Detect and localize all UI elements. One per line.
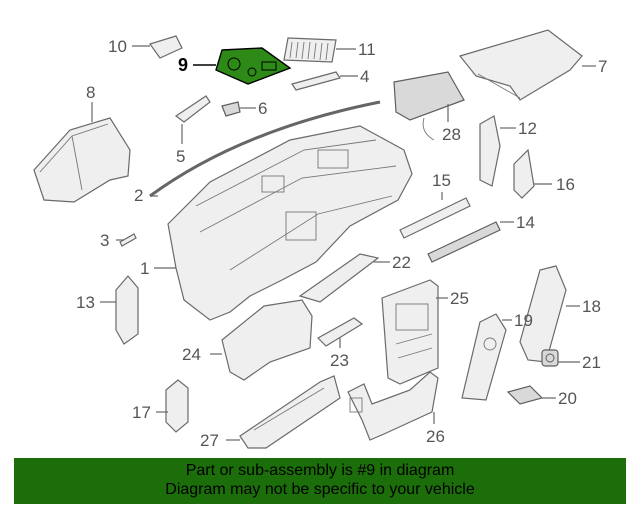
- part-6-clip: [221, 101, 241, 117]
- callout-17: 17: [132, 403, 151, 422]
- part-13-end-vent: [115, 275, 139, 345]
- callout-13: 13: [76, 293, 95, 312]
- callout-28: 28: [442, 125, 461, 144]
- part-26-console-bracket: [347, 371, 439, 441]
- callout-23: 23: [330, 351, 349, 370]
- part-8-hood: [33, 117, 131, 203]
- callout-19: 19: [514, 311, 533, 330]
- part-15-trim-bar: [399, 197, 471, 239]
- callout-4: 4: [360, 67, 369, 86]
- part-25-center-bezel: [381, 279, 439, 385]
- part-16-vent: [513, 148, 535, 199]
- callout-9: 9: [178, 55, 188, 75]
- callout-5: 5: [176, 147, 185, 166]
- callout-22: 22: [392, 253, 411, 272]
- part-24-knee-bolster: [221, 299, 313, 381]
- part-1-dashboard: [167, 125, 413, 321]
- callout-3: 3: [100, 231, 109, 250]
- part-10-cover: [149, 35, 183, 59]
- part-27-glove-box: [239, 375, 341, 449]
- part-19-vent-bezel: [461, 313, 507, 401]
- part-3-strip: [119, 233, 137, 247]
- part-9-panel: [215, 47, 292, 85]
- callout-14: 14: [516, 213, 535, 232]
- callout-25: 25: [450, 289, 469, 308]
- callout-10: 10: [108, 37, 127, 56]
- part-17-lower-vent: [165, 379, 189, 433]
- callout-20: 20: [558, 389, 577, 408]
- callout-16: 16: [556, 175, 575, 194]
- callout-12: 12: [518, 119, 537, 138]
- callout-18: 18: [582, 297, 601, 316]
- callout-15: 15: [432, 171, 451, 190]
- part-7-top-panel: [458, 29, 583, 101]
- part-14-strip: [427, 221, 501, 263]
- part-2-seal: [149, 100, 381, 198]
- part-12-side-panel: [479, 115, 501, 187]
- callout-1: 1: [140, 259, 149, 278]
- callout-11: 11: [358, 40, 376, 59]
- callout-27: 27: [200, 431, 219, 450]
- part-28-airbag: [393, 71, 465, 141]
- info-banner: Part or sub-assembly is #9 in diagram Di…: [14, 458, 626, 504]
- part-20-bracket: [506, 385, 544, 405]
- callout-24: 24: [182, 345, 201, 364]
- part-23-bar: [317, 317, 364, 347]
- callout-8: 8: [86, 83, 95, 102]
- part-21-knob: [541, 349, 559, 367]
- parts-diagram: 10 9 11 4 7 8 5 6: [33, 29, 607, 450]
- part-4-strip: [291, 71, 341, 91]
- callout-2: 2: [134, 186, 143, 205]
- banner-line-2: Diagram may not be specific to your vehi…: [165, 481, 475, 498]
- callout-21: 21: [582, 353, 601, 372]
- part-11-grille: [283, 37, 337, 63]
- callout-26: 26: [426, 427, 445, 446]
- banner-line-1: Part or sub-assembly is #9 in diagram: [185, 462, 455, 479]
- part-22-lower-trim: [298, 253, 380, 303]
- callout-6: 6: [258, 99, 267, 118]
- part-18-right-trim: [519, 265, 567, 363]
- part-5-bracket: [174, 95, 211, 123]
- callout-7: 7: [598, 57, 607, 76]
